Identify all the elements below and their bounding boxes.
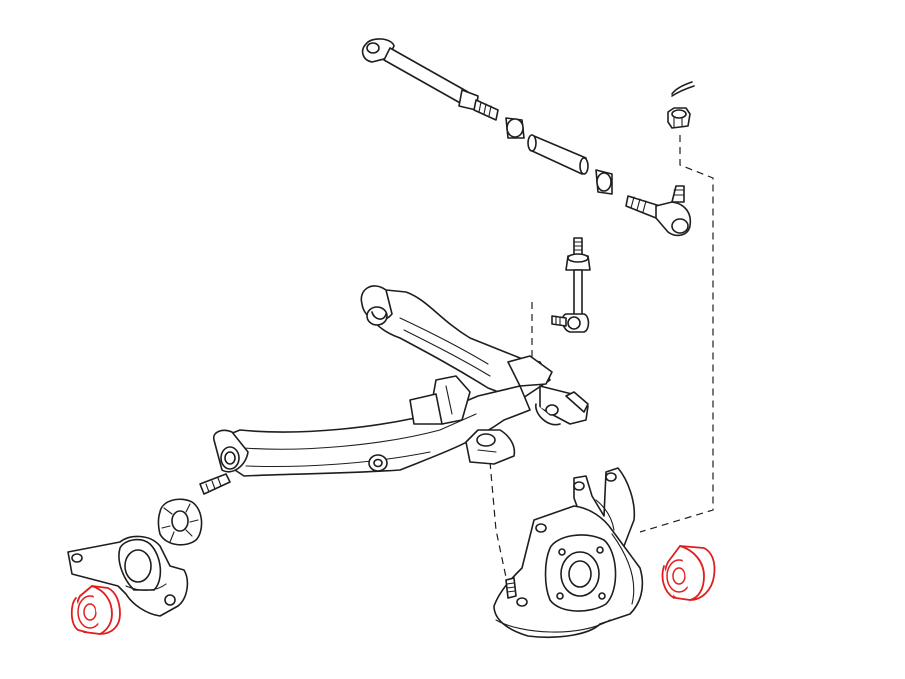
link-bushing-icon	[595, 169, 613, 195]
lower-control-arm-icon	[199, 285, 589, 495]
cam-washer-icon	[157, 498, 203, 546]
spacer-sleeve-icon	[527, 134, 589, 175]
castle-nut-icon	[667, 107, 691, 129]
steering-knuckle-icon	[493, 467, 644, 639]
upper-toe-link-icon	[361, 38, 499, 121]
bushing-bracket-icon	[67, 535, 189, 617]
assembly-guide-lines	[489, 135, 714, 583]
ball-joint-icon	[625, 185, 692, 237]
cotter-pin-icon	[671, 81, 695, 97]
link-bushing-icon	[505, 117, 525, 139]
front-arm-bushing-icon	[70, 585, 121, 635]
stabilizer-link-icon	[551, 237, 591, 333]
knuckle-bushing-icon	[661, 545, 716, 601]
